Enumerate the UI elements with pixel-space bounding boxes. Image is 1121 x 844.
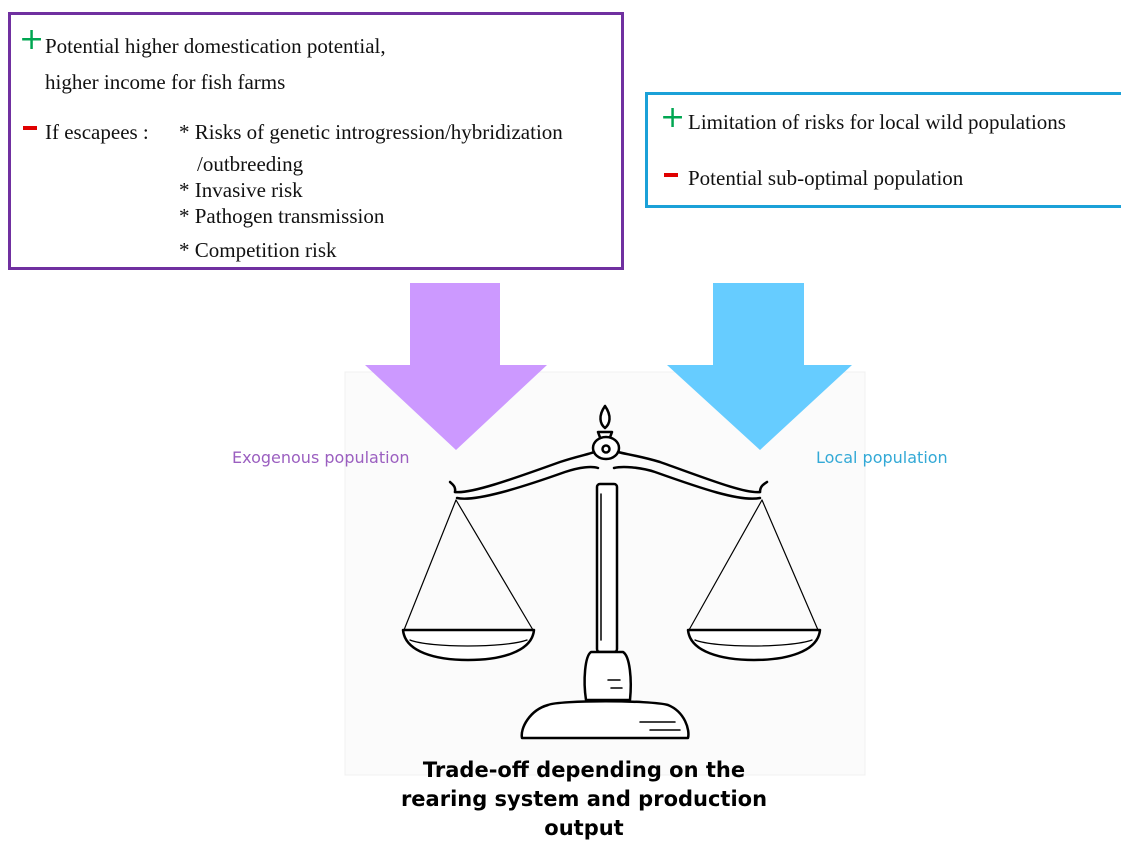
local-plus-line: Limitation of risks for local wild popul… — [688, 110, 1066, 134]
exogenous-arrow — [365, 283, 547, 450]
minus-sign — [664, 173, 678, 177]
exo-minus-prefix: If escapees : — [45, 120, 149, 144]
exo-minus-item-2: /outbreeding — [197, 152, 304, 176]
plus-sign: + — [660, 100, 686, 135]
minus-sign — [23, 126, 37, 130]
exo-minus-item-5: * Competition risk — [179, 238, 337, 262]
local-box: + Limitation of risks for local wild pop… — [645, 92, 1121, 208]
exogenous-population-label: Exogenous population — [232, 448, 410, 467]
exo-plus-line-1: Potential higher domestication potential… — [45, 34, 386, 58]
trade-off-caption: Trade-off depending on the rearing syste… — [400, 758, 768, 840]
local-arrow — [667, 283, 852, 450]
exo-minus-item-1: * Risks of genetic introgression/hybridi… — [179, 120, 563, 144]
exo-minus-item-3: * Invasive risk — [179, 178, 303, 202]
exo-minus-item-4: * Pathogen transmission — [179, 204, 385, 228]
balance-scale-icon — [401, 404, 822, 740]
local-population-label: Local population — [816, 448, 948, 467]
exo-plus-line-2: higher income for fish farms — [45, 70, 286, 94]
exogenous-box: + Potential higher domestication potenti… — [8, 12, 624, 270]
local-minus-line: Potential sub-optimal population — [688, 166, 964, 190]
plus-sign: + — [19, 22, 45, 57]
